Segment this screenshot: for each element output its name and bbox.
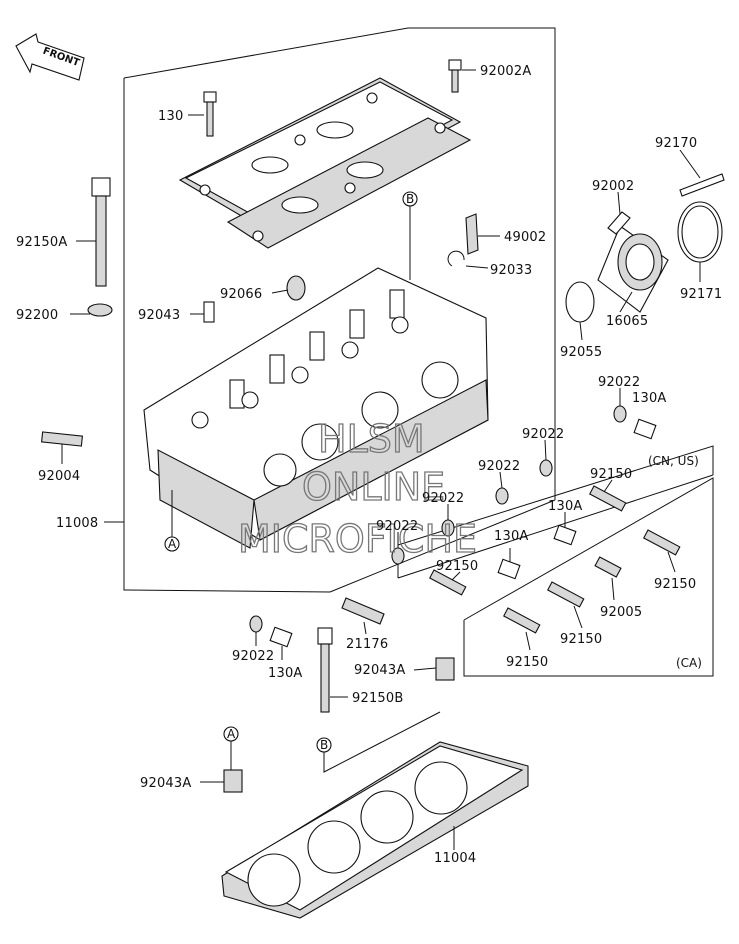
clamp-92171 (677, 201, 723, 263)
label-49002: 49002 (504, 230, 546, 245)
leader-lines (61, 69, 701, 850)
label-130: 130 (158, 109, 183, 124)
insulator-16065 (597, 225, 669, 313)
label-21176: 21176 (346, 637, 388, 652)
assembly-frame (123, 27, 556, 593)
bolt-130A-d (269, 626, 293, 648)
label-92022-c: 92022 (478, 459, 520, 474)
label-92043A-b: 92043A (140, 776, 191, 791)
watermark-line2: ONLINE (302, 465, 445, 509)
bolt-92150B (317, 627, 333, 713)
guide-49002 (465, 213, 479, 255)
washer-92200 (87, 303, 113, 317)
label-11004: 11004 (434, 851, 476, 866)
dowel-92043A-upper (435, 657, 455, 681)
label-92002A: 92002A (480, 64, 531, 79)
dowel-92043A-lower (223, 769, 243, 793)
washer-92022-c (495, 487, 509, 505)
dowel-92043 (203, 301, 215, 323)
o-ring-92055 (565, 281, 595, 323)
label-92002: 92002 (592, 179, 634, 194)
label-130A-b: 130A (548, 499, 583, 514)
label-92066: 92066 (220, 287, 262, 302)
bolt-130A-c (497, 558, 521, 580)
label-92150A: 92150A (16, 235, 67, 250)
label-92150-c: 92150 (654, 577, 696, 592)
label-92004: 92004 (38, 469, 80, 484)
label-92200: 92200 (16, 308, 58, 323)
label-92150-a: 92150 (590, 467, 632, 482)
stud-92004 (40, 431, 84, 447)
label-92033: 92033 (490, 263, 532, 278)
ref-marker-a-upper: A (164, 490, 180, 552)
screw-92170 (679, 173, 725, 197)
label-92150-e: 92150 (506, 655, 548, 670)
ref-marker-b-upper: B (402, 191, 418, 280)
label-11008: 11008 (56, 516, 98, 531)
label-92171: 92171 (680, 287, 722, 302)
stud-92150-b (429, 569, 467, 596)
washer-92022-b (539, 459, 553, 477)
stud-92150-a (589, 485, 627, 512)
bolt-92002 (607, 211, 631, 235)
sensor-21176 (341, 597, 385, 625)
label-130A-a: 130A (632, 391, 667, 406)
head-gasket (221, 741, 529, 919)
watermark-line3: MICROFICHE (238, 517, 477, 561)
cylinder-head (143, 267, 489, 549)
stud-92150-c (643, 529, 681, 556)
label-92022-d: 92022 (422, 491, 464, 506)
svg-text:A: A (227, 727, 236, 741)
label-92150B: 92150B (352, 691, 403, 706)
bolt-130A-a (633, 418, 657, 440)
label-92055: 92055 (560, 345, 602, 360)
ca-region-box: (CA) (463, 477, 714, 677)
label-92022-f: 92022 (232, 649, 274, 664)
plug-92005 (594, 556, 622, 578)
bolt-92150A (91, 177, 111, 287)
label-92043A-a: 92043A (354, 663, 405, 678)
label-92022-a: 92022 (598, 375, 640, 390)
bolt-130 (203, 91, 217, 137)
ca-label: (CA) (676, 656, 702, 670)
label-92043: 92043 (138, 308, 180, 323)
svg-text:B: B (406, 192, 414, 206)
label-92150-b: 92150 (436, 559, 478, 574)
ref-marker-a-lower: A (223, 726, 239, 770)
label-92022-e: 92022 (376, 519, 418, 534)
circlip-92033 (447, 250, 465, 267)
label-92022-b: 92022 (522, 427, 564, 442)
bolt-130A-b (553, 524, 577, 546)
stud-92150-d (547, 581, 585, 608)
label-130A-d: 130A (268, 666, 303, 681)
stud-92150-e (503, 607, 541, 634)
washer-92022-a (613, 405, 627, 423)
label-92150-d: 92150 (560, 632, 602, 647)
label-92170: 92170 (655, 136, 697, 151)
bolt-92002A (448, 59, 462, 93)
label-92005: 92005 (600, 605, 642, 620)
watermark: HLSM ONLINE MICROFICHE (237, 416, 477, 561)
cn-us-label: (CN, US) (648, 454, 699, 468)
svg-text:B: B (320, 738, 328, 752)
seal-92066 (286, 275, 306, 301)
label-16065: 16065 (606, 314, 648, 329)
svg-text:A: A (168, 537, 177, 551)
front-arrow-icon: FRONT (15, 33, 85, 81)
part-labels: 92002A 130 92150A 92200 92043 92066 4900… (16, 64, 722, 866)
ref-marker-b-lower: B (316, 711, 441, 773)
label-130A-c: 130A (494, 529, 529, 544)
watermark-line1: HLSM (318, 417, 425, 461)
washer-92022-f (249, 615, 263, 633)
camshaft-holder (178, 77, 472, 249)
